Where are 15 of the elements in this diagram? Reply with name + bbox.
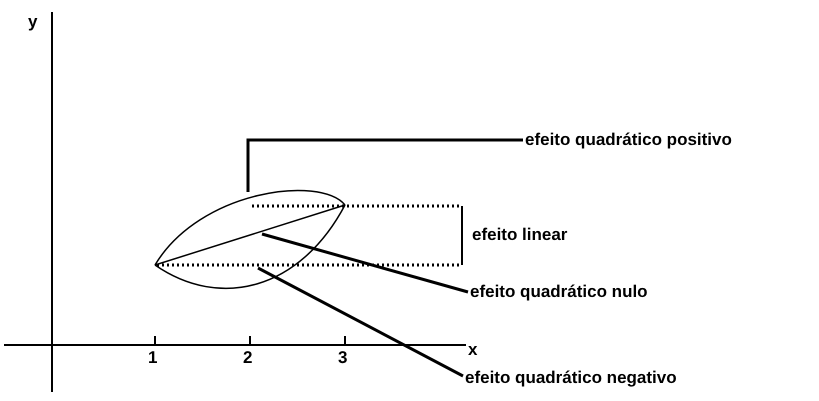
annotation-text: efeito quadrático nulo	[470, 282, 648, 302]
leader-line	[246, 138, 523, 192]
axis-label: y	[28, 12, 38, 32]
axis-label: x	[468, 340, 478, 360]
tick-label: 2	[243, 348, 252, 368]
curve	[154, 204, 346, 289]
leader-line	[257, 266, 464, 378]
dimension-label: efeito linear	[472, 225, 568, 245]
tick-label: 3	[338, 348, 348, 368]
tick-label: 1	[148, 348, 158, 368]
annotation-text: efeito quadrático positivo	[525, 130, 732, 150]
annotation-text: efeito quadrático negativo	[465, 368, 677, 388]
curve	[154, 190, 346, 266]
leader-line	[262, 232, 468, 294]
straight-line	[154, 204, 346, 266]
